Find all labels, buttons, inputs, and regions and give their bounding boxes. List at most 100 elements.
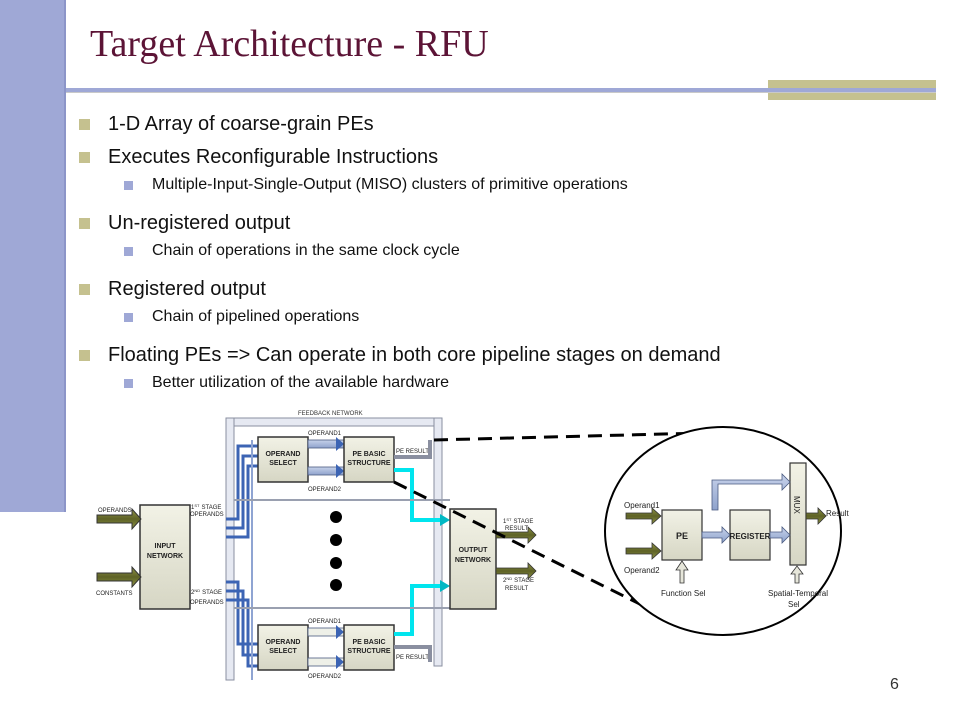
arrow-icon (440, 514, 450, 526)
pe-box (661, 509, 703, 561)
bullet-square-icon (79, 350, 90, 361)
operand-select-box (257, 624, 309, 671)
operand-select-label: SELECT (269, 648, 297, 655)
bullet-text: Floating PEs => Can operate in both core… (108, 344, 721, 366)
route-line (394, 468, 446, 522)
operand-select-label: OPERAND (265, 451, 300, 458)
pe-result-label: PE RESULT (396, 655, 429, 661)
pe-to-register-arrow-icon (701, 526, 731, 544)
sub-bullet-text: Multiple-Input-Single-Output (MISO) clus… (152, 176, 628, 193)
route-line (394, 584, 446, 636)
output-network-label: NETWORK (455, 557, 491, 564)
operand1-label: OPERAND1 (308, 431, 342, 437)
sub-bullet-item: Better utilization of the available hard… (78, 371, 948, 407)
route-line (226, 589, 258, 657)
stage-ordinal: ST (506, 517, 512, 522)
stage-word: STAGE (201, 505, 221, 511)
function-sel-arrow-icon (675, 560, 689, 584)
pe-result-feedback-line (394, 645, 432, 662)
stage1-result-arrow-icon (495, 526, 537, 544)
pe-result-feedback-line (394, 440, 432, 459)
cyan-output-bus (394, 468, 446, 636)
left-accent-bar-edge (64, 0, 66, 512)
pe-row-top: OPERAND SELECT OPERAND1 OPERAND2 PE BASI… (257, 431, 432, 493)
operands-arrow-icon (96, 507, 142, 531)
sub-bullet-text: Better utilization of the available hard… (152, 374, 450, 391)
feedback-network-label: FEEDBACK NETWORK (298, 411, 363, 417)
constants-arrow-icon (96, 565, 142, 589)
feedback-bus-right (433, 417, 443, 667)
more-pes-ellipsis (330, 511, 342, 591)
function-sel-label: Function Sel (661, 589, 706, 598)
operand2-label: OPERAND2 (308, 674, 342, 680)
operand-select-label: SELECT (269, 460, 297, 467)
sub-bullet-square-icon (124, 181, 133, 190)
arrow-icon (440, 580, 450, 592)
zoom-line (433, 430, 743, 442)
left-accent-bar (0, 0, 64, 512)
stage-word: STAGE (202, 590, 222, 596)
title-rule-shadow (66, 92, 936, 93)
pe-basic-structure-box (343, 624, 395, 671)
register-label: REGISTER (730, 532, 771, 541)
pe-basic-structure-label: STRUCTURE (347, 460, 390, 467)
stage-number: 2 (503, 578, 507, 584)
sub-bullet-square-icon (124, 379, 133, 388)
route-line (226, 444, 258, 521)
sub-bullet-text: Chain of pipelined operations (152, 308, 360, 325)
sub-bullet-square-icon (124, 247, 133, 256)
ellipsis-dot (330, 534, 342, 546)
pe-zoom-detail: MUX PE REGISTER Operand1 Operand2 Result… (604, 426, 849, 636)
bullet-square-icon (79, 119, 90, 130)
ellipsis-dot (330, 557, 342, 569)
bypass-arrow-icon (711, 473, 791, 511)
stage-number: 2 (191, 590, 195, 596)
ellipsis-dot (330, 511, 342, 523)
input-network-label: NETWORK (147, 553, 183, 560)
constants-label: CONSTANTS (96, 591, 133, 597)
zoom-connector (393, 430, 743, 620)
output-network-box (449, 508, 497, 610)
page-number: 6 (890, 676, 899, 693)
output-network-label: OUTPUT (459, 547, 489, 554)
stage-ordinal: ST (194, 503, 200, 508)
bullet-square-icon (79, 152, 90, 163)
stage2-result-label: RESULT (505, 586, 529, 592)
stage1-result-label: RESULT (505, 526, 529, 532)
pe-basic-structure-box (343, 436, 395, 483)
operand-select-label: OPERAND (265, 639, 300, 646)
pe-row-bottom: OPERAND SELECT OPERAND1 OPERAND2 PE BASI… (257, 619, 432, 680)
operand1-label: Operand1 (624, 501, 660, 510)
sub-bullet-square-icon (124, 313, 133, 322)
operand1-label: OPERAND1 (308, 619, 342, 625)
register-to-mux-arrow-icon (769, 526, 791, 544)
slide-title: Target Architecture - RFU (90, 23, 489, 65)
arrow-icon (336, 655, 344, 669)
ellipsis-dot (330, 579, 342, 591)
operands-label: OPERANDS (98, 508, 132, 514)
bullet-square-icon (79, 218, 90, 229)
bullet-text: 1-D Array of coarse-grain PEs (108, 113, 374, 135)
feedback-network: FEEDBACK NETWORK (225, 411, 443, 681)
pe-basic-structure-label: STRUCTURE (347, 648, 390, 655)
arrow-icon (336, 437, 344, 451)
sub-bullet-item: Chain of pipelined operations (78, 305, 948, 341)
stage-ordinal: ND (194, 588, 200, 593)
arrow-icon (336, 464, 344, 478)
result-label: Result (826, 509, 849, 518)
operand-select-box (257, 436, 309, 483)
spatial-temporal-sel-label: Sel (788, 600, 800, 609)
bullet-text: Un-registered output (108, 212, 291, 234)
bullet-text: Executes Reconfigurable Instructions (108, 146, 439, 168)
route-line (226, 454, 258, 530)
stage-number: 1 (503, 519, 507, 525)
arrow-icon (336, 625, 344, 639)
bullet-square-icon (79, 284, 90, 295)
operand2-label: OPERAND2 (308, 487, 342, 493)
grey-output-bus (234, 499, 450, 609)
bullet-item: Executes Reconfigurable Instructions (78, 143, 948, 176)
